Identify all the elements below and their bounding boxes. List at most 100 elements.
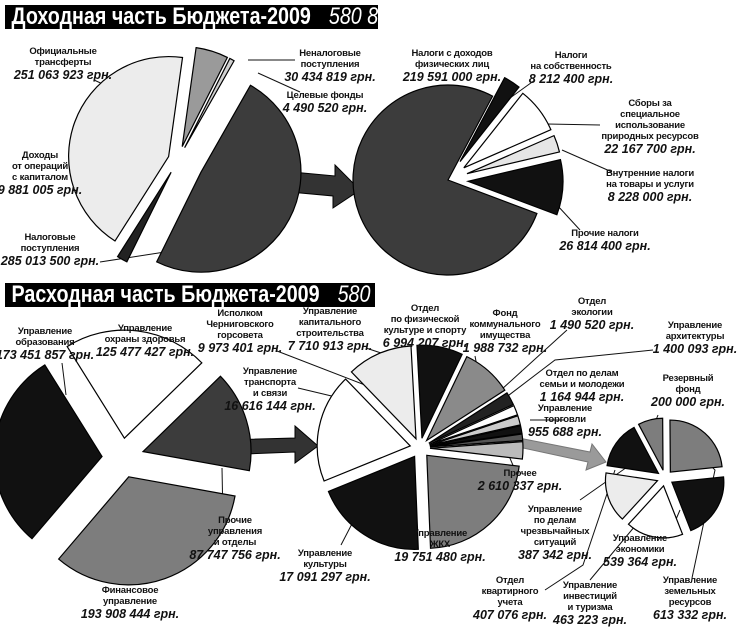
slice-label-value: 7 710 913 грн.: [287, 339, 373, 353]
leader-line: [99, 251, 166, 263]
slice-label-value: 1 490 520 грн.: [549, 318, 635, 332]
pie-slice: [426, 454, 520, 549]
slice-label-value: 6 994 207 грн.: [382, 336, 468, 350]
expense-title: Расходная часть Бюджета-2009: [11, 283, 320, 307]
slice-label-value: 19 751 480 грн.: [394, 550, 486, 564]
slice-label-name: Управление образования: [15, 326, 75, 348]
slice-label-name: Отдел по делам семьи и молодежи: [539, 368, 625, 390]
pie-slice: [429, 441, 524, 460]
slice-label-name: Прочие налоги: [571, 228, 639, 239]
slice-label-name: Финансовое управление: [101, 585, 159, 607]
slice-label-value: 955 688 грн.: [528, 425, 602, 439]
pie-slice: [429, 415, 522, 446]
pie-chart-0: [68, 46, 302, 273]
slice-label-name: Налоговые поступления: [20, 232, 80, 254]
leader-line: [61, 362, 67, 396]
pie-slice: [428, 392, 515, 444]
slice-label-value: 219 591 000 грн.: [402, 70, 502, 84]
slice-label-value: 22 167 700 грн.: [604, 142, 696, 156]
slice-label-name: Фонд коммунального имущества: [469, 308, 541, 341]
pie-slice: [429, 404, 519, 445]
pie-slice: [669, 419, 723, 473]
leader-line: [491, 349, 654, 409]
slice-label-name: Исполком Черниговского горсовета: [206, 308, 274, 341]
pie-chart-4: [604, 417, 725, 539]
slice-label-name: Отдел экологии: [571, 296, 613, 318]
expense-total: 580 585 584 грн.: [337, 283, 375, 307]
slice-label-name: Управление по делам чрезвычайных ситуаци…: [520, 504, 590, 548]
slice-label-value: 1 400 093 грн.: [652, 342, 738, 356]
slice-label-name: Резервный фонд: [662, 373, 714, 395]
pie-slice: [425, 355, 506, 443]
slice-label-value: 200 000 грн.: [651, 395, 725, 409]
leader-line: [556, 204, 581, 231]
slice-label-name: Целевые фонды: [286, 90, 364, 101]
slice-label-name: Доходы от операций с капиталом: [11, 150, 69, 183]
slice-label-value: 87 747 756 грн.: [189, 548, 281, 562]
slice-label-value: 463 223 грн.: [553, 613, 627, 627]
slice-label-name: Управление земельных ресурсов: [662, 575, 718, 608]
slice-label-value: 26 814 400 грн.: [559, 239, 651, 253]
slice-label-value: 125 477 427 грн.: [95, 345, 195, 359]
slice-label-value: 613 332 грн.: [653, 608, 727, 622]
slice-label-value: 17 091 297 грн.: [279, 570, 371, 584]
leader-line: [257, 72, 301, 93]
leader-line: [561, 149, 613, 173]
income-title: Доходная часть Бюджета-2009: [11, 5, 311, 29]
slice-label-value: 1 164 944 грн.: [539, 390, 625, 404]
slice-label: Управление по делам чрезвычайных ситуаци…: [518, 504, 592, 563]
slice-label-value: 251 063 923 грн.: [13, 68, 113, 82]
leader-line: [276, 350, 366, 386]
pie-slice: [155, 84, 302, 273]
slice-label-name: Отдел по физической культуре и спорту: [383, 303, 467, 336]
slice-label-name: Отдел квартирного учета: [481, 575, 539, 608]
pie-chart-2: [0, 329, 252, 586]
pie-slice: [316, 378, 412, 482]
slice-label-name: Официальные трансферты: [29, 46, 97, 68]
slice-label: Сборы за специальное использование приро…: [600, 98, 700, 157]
pie-slice: [116, 171, 172, 263]
leader-line: [509, 79, 536, 99]
pie-slice: [459, 76, 520, 162]
slice-label-name: Управление охраны здоровья: [104, 323, 186, 345]
slice-label-value: 9 881 005 грн.: [0, 183, 83, 197]
slice-label-value: 407 076 грн.: [473, 608, 547, 622]
pie-slice: [627, 484, 684, 539]
pie-slice: [327, 455, 419, 550]
slice-label-name: Сборы за специальное использование приро…: [601, 98, 699, 142]
slice-label-name: Налоги на собственность: [530, 50, 612, 72]
pie-chart-1: [352, 76, 564, 276]
slice-label-value: 9 973 401 грн.: [197, 341, 283, 355]
pie-slice: [466, 134, 561, 175]
pie-slice: [184, 57, 235, 148]
pie-slice: [66, 329, 203, 440]
slice-label-value: 2 610 337 грн.: [477, 479, 563, 493]
pie-slice: [416, 344, 463, 439]
pie-slice: [0, 364, 103, 540]
pie-slice: [181, 46, 229, 147]
slice-label-name: Управление ЖКХ: [412, 528, 468, 550]
pie-slice: [637, 417, 664, 471]
slice-label-value: 8 228 000 грн.: [607, 190, 693, 204]
slice-label-name: Прочие управления и отделы: [207, 515, 263, 548]
